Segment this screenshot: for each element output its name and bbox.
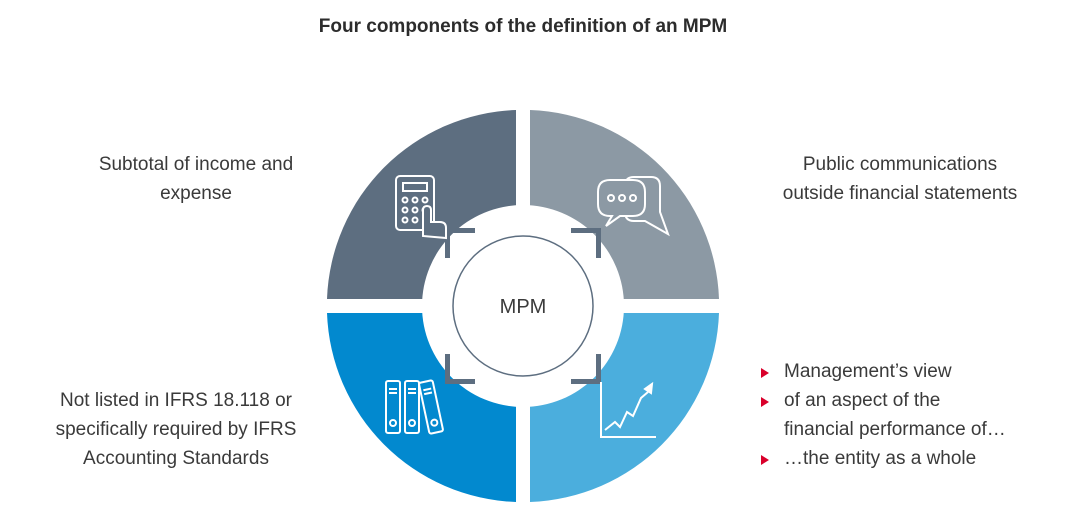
bullet-item: financial performance of… [757,415,1006,444]
label-line: Accounting Standards [83,448,269,469]
trend-chart-icon [600,381,656,438]
bullet-arrow-icon [761,455,769,465]
label-line: outside financial statements [782,183,1018,204]
label-line: expense [160,183,232,204]
bullet-item: …the entity as a whole [757,444,1006,473]
bullet-text: Management’s view [784,361,952,382]
bullet-text: financial performance of… [784,419,1006,440]
center-inner-ring [452,235,594,377]
label-line: Public communications [802,154,998,175]
center-label: MPM [500,296,547,318]
label-line: specifically required by IFRS [55,419,297,440]
page-title: Four components of the definition of an … [318,16,728,37]
binders-icon [385,379,444,435]
bullet-list: Management’s view of an aspect of the fi… [757,357,1006,473]
bullet-text: of an aspect of the [784,390,941,411]
label-top-left: Subtotal of income and expense [46,150,346,208]
chat-bubbles-icon [597,176,670,237]
bullet-text: …the entity as a whole [784,448,977,469]
bullet-item: of an aspect of the [757,386,1006,415]
label-line: Subtotal of income and [98,154,294,175]
label-top-right: Public communications outside financial … [735,150,1065,208]
calculator-icon [395,175,447,240]
bullet-arrow-icon [761,397,769,407]
bullet-arrow-icon [761,368,769,378]
label-line: Not listed in IFRS 18.118 or [60,390,292,411]
bullet-item: Management’s view [757,357,1006,386]
label-bottom-left: Not listed in IFRS 18.118 or specificall… [26,386,326,473]
